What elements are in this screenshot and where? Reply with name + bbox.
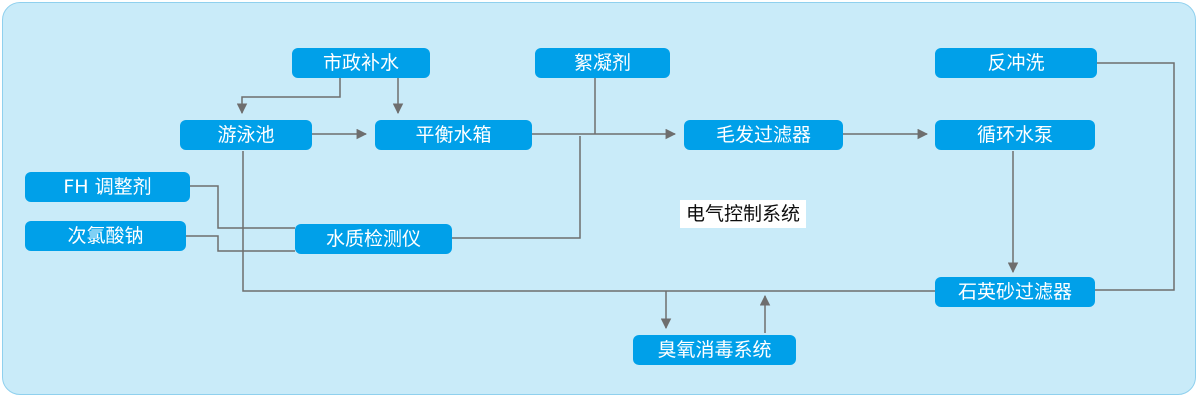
flocculant-node: 絮凝剂 <box>535 48 670 78</box>
sodium-hypochlorite-node: 次氯酸钠 <box>25 221 186 251</box>
line-municipal-to-pool <box>236 78 341 115</box>
municipal-water-node: 市政补水 <box>292 48 430 78</box>
pool-node: 游泳池 <box>180 120 312 150</box>
line-backwash <box>1095 62 1175 291</box>
hair-filter-node: 毛发过滤器 <box>684 120 843 150</box>
ozone-system-node: 臭氧消毒系统 <box>633 335 796 365</box>
line-meter-to-main <box>452 136 581 239</box>
water-quality-meter-node: 水质检测仪 <box>295 224 452 254</box>
line-return-main <box>242 151 935 292</box>
line-hypochlorite <box>186 235 295 252</box>
balance-tank-node: 平衡水箱 <box>375 120 532 150</box>
electrical-control-label: 电气控制系统 <box>680 200 807 228</box>
fh-regulator-node: FH 调整剂 <box>25 172 190 202</box>
circulation-pump-node: 循环水泵 <box>935 120 1095 150</box>
backwash-node: 反冲洗 <box>935 48 1097 78</box>
line-fh-regulator <box>190 185 295 229</box>
quartz-sand-filter-node: 石英砂过滤器 <box>935 277 1095 307</box>
